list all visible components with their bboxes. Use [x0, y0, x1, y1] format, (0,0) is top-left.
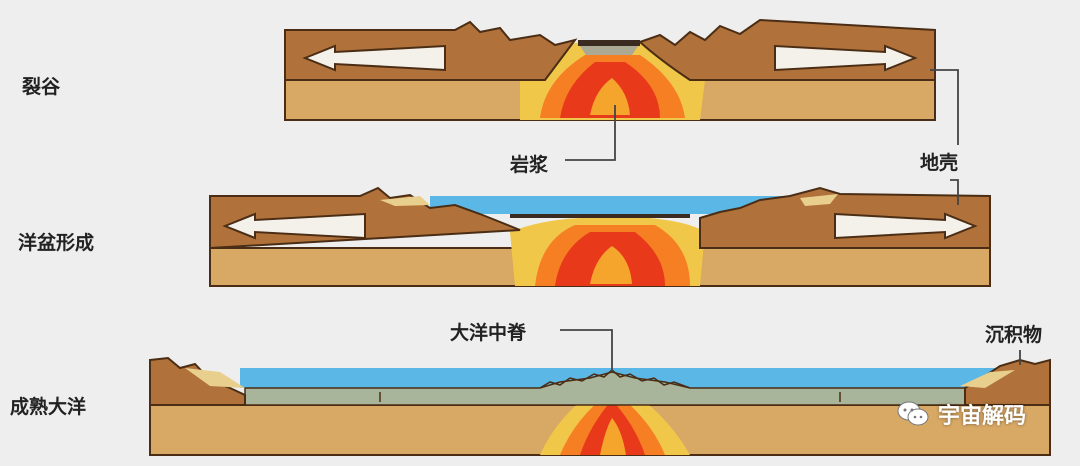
wechat-icon: [897, 401, 929, 426]
ocean-floor: [244, 371, 966, 406]
callout-sediment: 沉积物: [985, 324, 1043, 346]
ridge-leader-line: [560, 329, 613, 372]
watermark-text: 宇宙解码: [938, 404, 1027, 429]
spreading-arrow-right: [774, 44, 918, 72]
callout-crust: 地壳: [920, 152, 959, 174]
spreading-arrow-right: [834, 212, 978, 240]
magma-leader-line: [565, 105, 616, 161]
stage-label-mature: 成熟大洋: [10, 396, 87, 418]
stage-label-basin: 洋盆形成: [18, 232, 95, 254]
callout-ridge: 大洋中脊: [450, 322, 527, 344]
spreading-arrow-left: [302, 44, 446, 72]
spreading-arrow-left: [222, 212, 366, 240]
stage-label-rift: 裂谷: [22, 76, 61, 98]
stage-rift-panel: [284, 18, 936, 121]
ocean-water: [430, 196, 800, 214]
callout-magma: 岩浆: [510, 154, 549, 176]
sediment-right: [960, 370, 1015, 388]
stage-basin-panel: [209, 186, 991, 287]
crust-leader-line-2: [950, 179, 959, 205]
callout-leader-lines: [560, 69, 1021, 372]
sediment-left: [185, 368, 245, 388]
watermark: 宇宙解码: [896, 398, 1026, 430]
crust-leader-line: [930, 69, 959, 145]
